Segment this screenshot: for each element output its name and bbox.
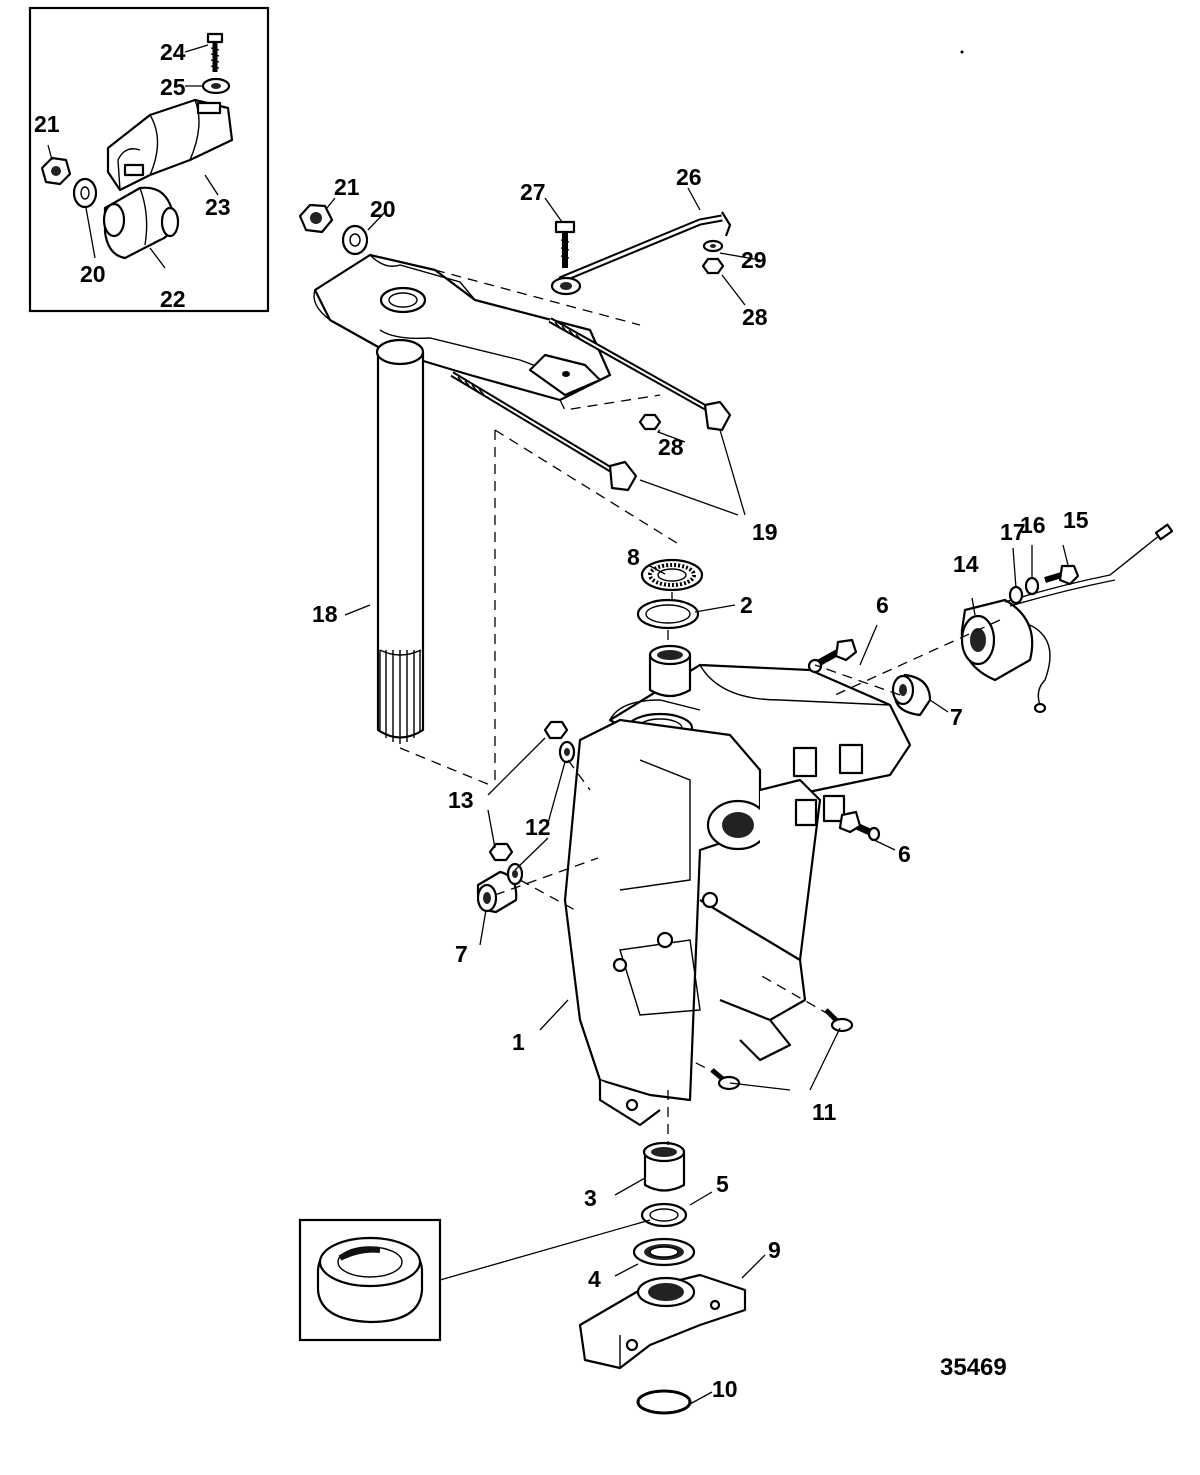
callout-9: 9: [768, 1237, 781, 1263]
swivel-bracket-1: [563, 663, 912, 1127]
callout-6: 6: [898, 841, 911, 867]
leader-lines: [47, 44, 1069, 1405]
callout-6-top: 6: [876, 592, 889, 618]
callout-22: 22: [160, 286, 186, 312]
bushing-7-right: [891, 673, 932, 717]
callout-3: 3: [584, 1185, 597, 1211]
callout-26: 26: [676, 164, 702, 190]
callout-10: 10: [712, 1376, 738, 1402]
steering-arm: [313, 253, 612, 402]
lower-bushing-3: [642, 1141, 686, 1192]
seal-detail-inset: [298, 1218, 442, 1342]
nut-28-lower: [638, 413, 662, 431]
callout-21-inset: 21: [34, 111, 60, 137]
grease-fitting-6-lower: [838, 810, 881, 842]
washer-2: [636, 598, 700, 630]
callout-2: 2: [740, 592, 753, 618]
callout-14: 14: [953, 551, 979, 577]
inset-clamp-23: [106, 98, 234, 192]
bearing-4: [632, 1237, 696, 1267]
callout-11: 11: [812, 1099, 837, 1125]
callout-28: 28: [658, 434, 684, 460]
callout-28-top: 28: [742, 304, 768, 330]
inset-bushing-22: [102, 186, 180, 260]
nut-28-top: [701, 257, 725, 275]
upper-bushing: [648, 644, 692, 698]
callout-24: 24: [160, 39, 186, 65]
through-bolts-19: [450, 317, 732, 492]
thrust-washer-8: [640, 558, 704, 592]
screw-11-right: [824, 1008, 854, 1033]
callout-7: 7: [455, 941, 468, 967]
washer-16: [1024, 576, 1040, 596]
callout-23: 23: [205, 194, 231, 220]
snap-ring-10: [636, 1389, 692, 1415]
callout-19: 19: [752, 519, 778, 545]
callout-5: 5: [716, 1171, 729, 1197]
nut-21-top: [298, 203, 334, 234]
callout-1: 1: [512, 1029, 525, 1055]
steering-yoke-9: [578, 1273, 747, 1370]
nut-13-lower: [488, 842, 514, 862]
callout-25: 25: [160, 74, 186, 100]
figure-number: 35469: [940, 1354, 1007, 1381]
callout-20-inset: 20: [80, 261, 106, 287]
steering-shaft-18: [375, 338, 425, 744]
callout-13: 13: [448, 787, 474, 813]
callout-4: 4: [588, 1266, 601, 1292]
callout-17: 17: [1000, 519, 1026, 545]
inset-detail-box: [28, 6, 270, 313]
trim-sender-14: [960, 523, 1174, 714]
callout-21: 21: [334, 174, 360, 200]
callout-29: 29: [741, 247, 767, 273]
stray-dot: [960, 50, 964, 54]
link-rod-26: [550, 211, 732, 296]
callout-20: 20: [370, 196, 396, 222]
dashed-alignment-lines: [399, 269, 1001, 1145]
inset-bolt-24: [206, 32, 224, 72]
callout-16: 16: [1020, 512, 1046, 538]
grease-fitting-6-top: [807, 638, 858, 674]
screw-15: [1044, 564, 1080, 586]
bolt-27: [554, 220, 576, 268]
seal-5: [640, 1202, 688, 1228]
nut-13-top: [543, 720, 569, 740]
washer-17: [1008, 585, 1024, 605]
callout-12: 12: [525, 814, 551, 840]
callout-labels: 24 25 21 23 20 22 21 20 27 26 29 28 28 1…: [34, 39, 1089, 1402]
callout-7-right: 7: [950, 704, 963, 730]
callout-8: 8: [627, 544, 640, 570]
callout-15: 15: [1063, 507, 1089, 533]
callout-18: 18: [312, 601, 338, 627]
callout-27: 27: [520, 179, 546, 205]
